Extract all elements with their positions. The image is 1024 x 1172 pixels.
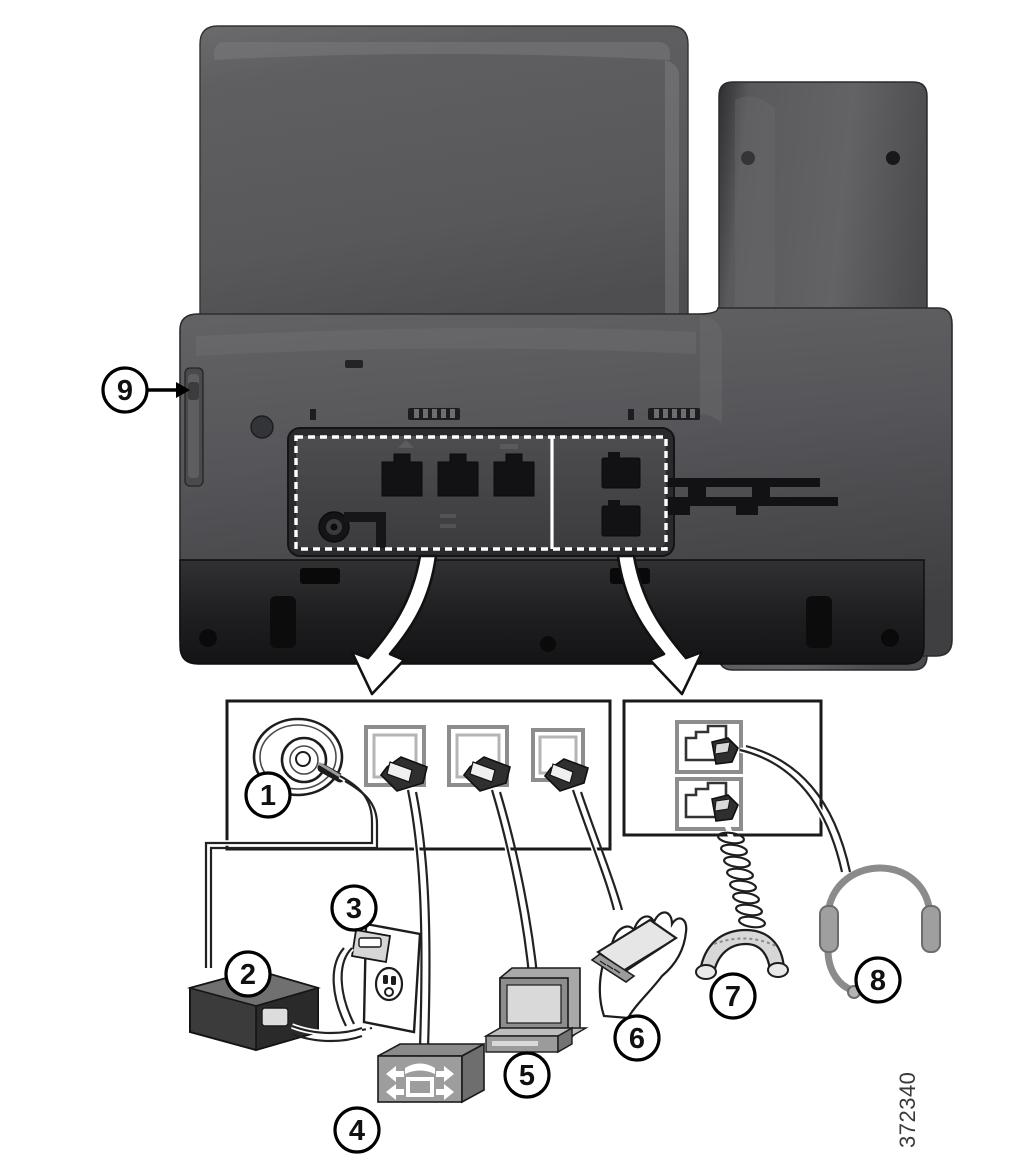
wall-outlet: [332, 922, 422, 1034]
rj45-port-computer: [437, 453, 479, 497]
auxiliary-device-icon: [590, 911, 688, 1020]
handset-port-illustration: [675, 720, 743, 774]
silkscreen-network-glyph: [398, 440, 414, 448]
rest-screw-left: [741, 151, 755, 165]
foot-pad-left: [270, 596, 296, 648]
callout-5-label: 5: [519, 1060, 535, 1092]
computer-port-illustration: [447, 725, 511, 792]
callout-4-label: 4: [349, 1115, 365, 1147]
bay-top-clips: [310, 408, 700, 420]
callout-2-label: 2: [240, 959, 256, 991]
foot-pad-right: [806, 596, 832, 648]
rj9-connector-headset: [711, 794, 739, 822]
rest-screw-right: [886, 151, 900, 165]
computer-screen: [506, 984, 562, 1024]
auxiliary-port-illustration: [531, 728, 589, 792]
figure-number-text: 372340: [895, 1072, 920, 1148]
network-port-illustration: [364, 725, 428, 792]
base-slot-left: [300, 568, 340, 584]
connection-port-bay: [287, 427, 675, 557]
headset-port-illustration: [675, 777, 743, 831]
callout-4-network-switch[interactable]: 4: [333, 1106, 381, 1154]
silkscreen-aux-glyph: [500, 444, 518, 449]
right-detail-box: [622, 699, 852, 933]
callout-5-computer[interactable]: 5: [503, 1051, 551, 1099]
arrow-to-left-detail-box: [350, 554, 438, 696]
handset-icon: [695, 928, 789, 980]
ac-plug: [350, 928, 392, 964]
network-switch-icon: [377, 1042, 485, 1104]
body-screw-post: [250, 415, 274, 439]
headset-cable: [739, 744, 852, 873]
dc-power-jack: [318, 511, 386, 548]
headset-earcup-right: [921, 905, 941, 953]
computer-icon: [483, 967, 589, 1054]
rj9-port-handset: [601, 452, 641, 489]
base-screw-right: [881, 629, 899, 647]
rj45-connector-computer: [462, 756, 511, 792]
base-screw-left: [199, 629, 217, 647]
rj9-connector-handset: [711, 737, 739, 765]
phone-base: [179, 559, 925, 665]
dc-power-connector-illustration: [252, 717, 345, 797]
headset-earcup-left: [819, 905, 839, 953]
bay-highlight-outline: [294, 435, 668, 551]
cable-routing-channels: [668, 478, 838, 515]
arrow-to-right-detail-box: [616, 554, 704, 696]
callout-6-auxiliary-device[interactable]: 6: [613, 1014, 661, 1062]
callout-7-handset[interactable]: 7: [709, 972, 757, 1020]
callout-3-wall-outlet[interactable]: 3: [330, 884, 378, 932]
callout-9-side-slot[interactable]: 9: [101, 366, 190, 414]
base-screw-center: [540, 636, 556, 652]
vent-mark: [345, 360, 363, 368]
side-accessory-slot: [184, 367, 204, 487]
callout-7-label: 7: [725, 981, 741, 1013]
rj45-port-network: [381, 453, 423, 497]
ip-phone-rear-view: [179, 25, 953, 671]
callout-9-label: 9: [117, 375, 133, 407]
rj45-connector-network: [379, 756, 428, 792]
computer-cable: [489, 789, 540, 985]
rj45-connector-auxiliary: [543, 758, 589, 792]
outlet-socket: [374, 966, 404, 1002]
left-detail-box: [203, 699, 624, 1049]
display-back-panel: [199, 25, 689, 345]
callout-1-dc-power-connector[interactable]: 1: [244, 771, 292, 819]
rj9-port-headset: [601, 500, 641, 537]
callout-2-power-adapter[interactable]: 2: [224, 950, 272, 998]
rj45-port-auxiliary: [493, 453, 535, 497]
callout-8-label: 8: [870, 965, 886, 997]
auxiliary-cable: [570, 789, 624, 911]
dc-power-cable: [203, 773, 379, 968]
callout-8-headset[interactable]: 8: [854, 956, 902, 1004]
callout-1-label: 1: [260, 780, 276, 812]
figure-number: 372340: [895, 1072, 920, 1148]
adapter-output-jack: [261, 1007, 289, 1027]
network-cable: [405, 789, 431, 1049]
handset-coiled-cord: [717, 823, 766, 933]
callout-3-label: 3: [346, 893, 362, 925]
callout-6-label: 6: [629, 1023, 645, 1055]
